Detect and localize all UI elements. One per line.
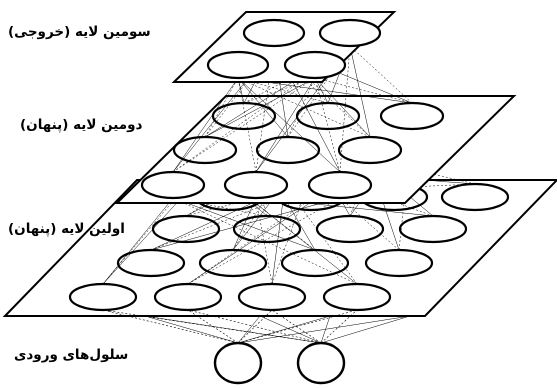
layer-1-neuron [116,248,186,278]
layer-2-neuron [255,135,321,165]
layer-1-neuron [237,282,307,312]
layer-2-to-layer-3-connection [349,45,413,104]
input-to-layer-1-connection [237,309,358,344]
input-cells-label: سلول‌های ورودی [14,347,129,363]
layer-1-to-layer-2-connection [150,197,341,251]
hidden-layer-2-label: دومین لایه (پنهان) [20,117,143,133]
layer-2-neuron [295,101,361,131]
output-neuron [318,18,382,48]
layer-1-neuron [364,248,434,278]
layer-2-to-layer-3-connection [204,77,239,138]
input-to-layer-1-connection [237,315,261,344]
layer-2-to-layer-3-connection [204,45,275,138]
layer-1-to-layer-2-connection [172,197,358,285]
layer-2-to-layer-3-connection [255,77,316,173]
output-neuron [242,18,306,48]
layer-2-neuron [379,101,445,131]
layer-2-neuron [307,170,373,200]
layer-2-to-layer-3-connection [237,77,371,138]
layer-1-to-layer-2-connection [339,197,400,251]
layer-2-to-layer-3-connection [237,77,341,173]
input-to-layer-1-connection [237,315,331,344]
layer-1-neuron [322,282,392,312]
input-to-layer-1-connection [144,315,239,344]
layer-1-to-layer-2-connection [187,197,341,285]
layer-1-neuron [68,282,138,312]
input-to-layer-1-connection [320,315,331,344]
layer-2-to-layer-3-connection [243,77,316,104]
layer-1-to-layer-2-connection [255,197,273,285]
layer-1-neuron [153,282,223,312]
layer-2-to-layer-3-connection [349,45,371,138]
layer-2-to-layer-3-connection [172,77,316,173]
layer-2-to-layer-3-connection [314,77,413,104]
layer-1-to-layer-2-connection [102,197,174,285]
input-to-layer-1-connection [144,315,322,344]
layer-2-to-layer-3-connection [287,77,316,138]
input-to-layer-1-connection [102,309,239,344]
output-layer-label: سومین لایه (خروجی) [8,24,151,40]
layer-2-neuron [337,135,403,165]
layer-1-to-layer-2-connection [187,128,413,285]
input-cell [213,341,263,385]
layer-1-neuron [151,214,221,244]
hidden-layer-1-label: اولین لایه (پنهان) [8,221,125,237]
input-to-layer-1-connection [320,309,358,344]
layer-1-neuron [398,214,468,244]
layer-2-to-layer-3-connection [204,77,316,138]
output-neuron [206,50,270,80]
input-cell [296,341,346,385]
layer-2-to-layer-3-connection [339,45,351,173]
layer-2-to-layer-3-connection [237,77,289,138]
layer-1-to-layer-2-connection [172,197,316,251]
input-to-layer-1-connection [237,315,411,344]
layer-2-neuron [223,170,289,200]
layer-1-neuron [440,182,510,212]
layer-1-plane [2,179,557,317]
input-to-layer-1-connection [271,309,322,344]
input-to-layer-1-connection [320,315,411,344]
input-to-layer-1-connection [187,309,322,344]
layer-2-neuron [140,170,206,200]
layer-2-to-layer-3-connection [172,77,239,173]
layer-1-neuron [232,214,302,244]
output-neuron [283,50,347,80]
layer-1-neuron [280,248,350,278]
layer-2-to-layer-3-connection [314,77,371,138]
layer-2-to-layer-3-connection [255,45,275,173]
input-to-layer-1-connection [259,315,322,344]
layer-1-neuron [315,214,385,244]
